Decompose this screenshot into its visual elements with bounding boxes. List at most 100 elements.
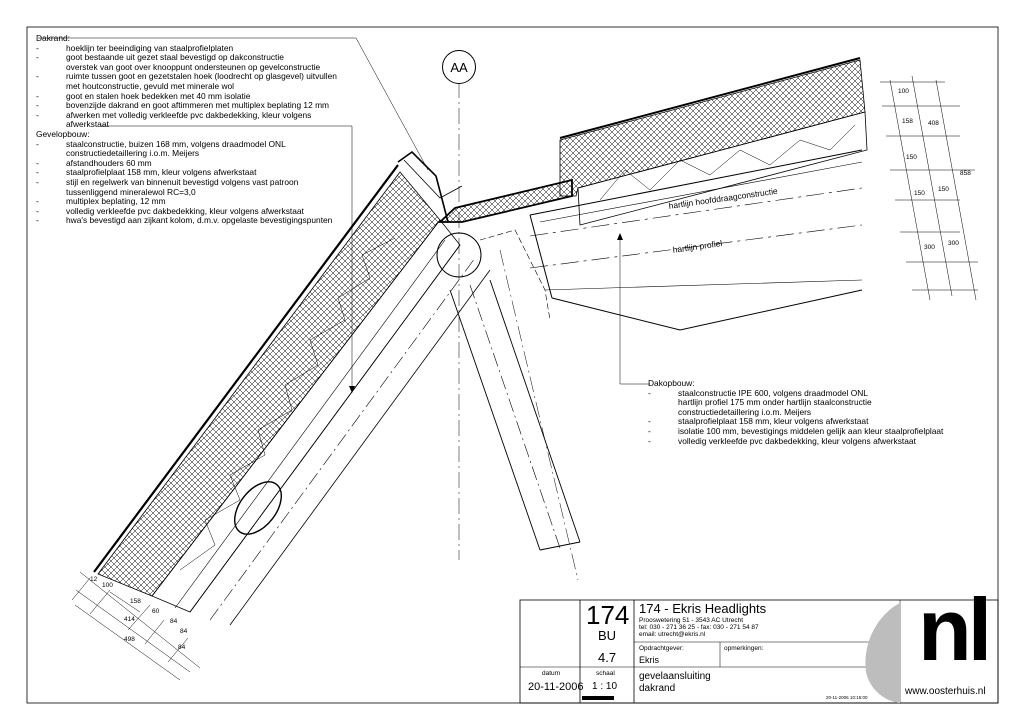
wall-tube-edge-1 [189,244,461,613]
project-email: email: utrecht@ekris.nl [639,631,706,638]
scale-label: schaal [596,670,615,677]
arrow-gevel [349,386,355,393]
project-tel: tel: 030 - 271 36 25 - fax: 030 - 271 54… [639,624,759,631]
dim-bottom-label: 498 [124,636,135,643]
dim-right-label: 150 [914,190,925,197]
ipe-flange-inner-bottom [544,279,863,291]
column-bracket [479,229,551,321]
wall-tube-centre [209,257,476,621]
ipe-beam-top [529,149,863,216]
list-item: -multiplex beplating, 12 mm [36,196,166,207]
client-label: Opdrachtgever: [639,645,684,652]
annotation-dakrand: Dakrand: -hoeklijn ter beeindiging van s… [36,33,337,226]
logo-swoosh [865,602,902,703]
dim-bottom-label: 60 [152,608,160,615]
date-value: 20-11-2006 [528,681,584,693]
roof-crackle [599,124,856,201]
sheet-number: 4.7 [598,650,617,665]
ipe-beam-end [529,214,553,299]
project-address: Prooswetering 51 - 3543 AC Utrecht [639,617,744,624]
scale-value: 1 : 10 [592,681,618,692]
dim-right-label: 300 [948,240,959,247]
dakopbouw-title: Dakopbouw: [648,378,695,388]
diagonal-column-edge-2 [489,279,581,543]
roof-insulation-hatch [559,59,866,197]
list-item: -goot bestaande uit gezet staal bevestig… [36,52,321,72]
list-item: -volledig verkleefde pvc dakbedekking, k… [648,435,916,446]
ipe-beam-bottom [551,289,863,331]
list-item: -ruimte tussen goot en gezetstalen hoek … [36,71,337,91]
gevel-title: Gevelopbouw: [36,128,90,139]
description-line-2: dakrand [639,683,676,694]
list-item: -afwerken met volledig verkleefde pvc da… [36,109,312,130]
list-item: -staalprofielplaat 158 mm, kleur volgens… [36,167,257,178]
list-item: -staalconstructie IPE 600, volgens draad… [648,387,872,417]
print-stamp: 20-11-2006 10:15:00 [826,695,868,700]
description-line-1: gevelaansluiting [639,671,711,682]
list-item: -goot en stalen hoek bedekken met 40 mm … [36,90,251,101]
diagonal-column-edge-1 [449,289,541,551]
gridline-diagonal [499,249,579,581]
project-title: 174 - Ekris Headlights [639,601,767,616]
gutter [437,178,573,223]
roof-panel-layer [577,111,868,226]
title-block-frame [519,599,999,704]
list-item: -volledig verkleefde pvc dakbedekking, k… [36,205,304,216]
dimensions-bottom [71,571,201,681]
list-item: -hoeklijn ter beeindiging van staalprofi… [36,42,234,53]
client-value: Ekris [639,655,659,665]
list-item: -isolatie 100 mm, bevestigings middelen … [648,425,944,436]
centre-line-profile [529,224,863,269]
gutter-corner [403,159,463,199]
leader-dakrand [38,37,429,171]
dim-right-label: 100 [898,88,909,95]
list-item: -staalprofielplaat 158 mm, kleur volgens… [648,416,869,427]
wall-insulation-hatch [97,171,441,597]
arrow-dakopbouw [617,233,623,240]
wall-crackle [179,237,396,571]
tube-section [234,481,282,535]
section-marker: AA [442,50,476,84]
section-marker-label: AA [450,59,468,75]
dim-bottom-label: 100 [102,582,113,589]
annotation-dakopbouw: Dakopbouw: -staalconstructie IPE 600, vo… [648,378,944,446]
list-item: -stijl en regelwerk van binnenuit bevest… [36,176,299,197]
dim-right-label: 408 [928,120,939,127]
dim-right-label: 158 [902,118,913,125]
dim-bottom-label: 84 [178,644,186,651]
gutter-edge [397,150,449,223]
drawing-number: 174 [586,600,630,630]
dim-bottom-label: 84 [180,628,188,635]
dim-bottom-label: 84 [170,618,178,625]
list-item: -afstandhouders 60 mm [36,157,152,168]
remarks-label: opmerkingen: [724,645,764,652]
wall-ext-1 [109,591,141,613]
centre-line-main [529,187,863,237]
diagonal-column-centre [469,284,561,549]
leader-gevel [100,125,353,390]
dim-right-label: 150 [906,154,917,161]
dim-bottom-label: 12 [90,576,98,583]
dakrand-title: Dakrand: [36,33,70,43]
logo-text: nl [918,580,992,679]
dimensions-right [880,75,978,301]
dim-right-label: 300 [924,244,935,251]
dim-bottom-label: 414 [124,616,135,623]
roof-outer-skin [559,57,861,139]
wall-inner-line [174,239,446,609]
wall-panel-layer [151,219,461,613]
list-item: -staalconstructie, buizen 168 mm, volgen… [36,138,286,159]
list-item: -bovenzijde dakrand en goot aftimmeren m… [36,100,330,111]
dim-bottom-label: 158 [130,598,141,605]
dim-right-label: 150 [938,186,949,193]
wall-outer-skin [93,164,399,573]
dim-right-label: 858 [960,170,971,177]
sheet-border [26,26,999,704]
titleblock-mark [582,696,614,700]
date-label: datum [542,670,561,677]
diagonal-column-end [539,541,581,551]
list-item: -hwa's bevestigd aan zijkant kolom, d.m.… [36,215,333,226]
drawing-code: BU [598,628,617,643]
